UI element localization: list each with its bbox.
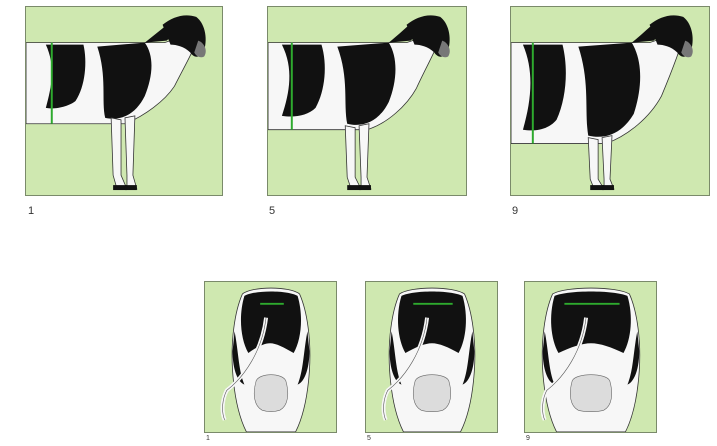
side-cow-figure-5 bbox=[268, 7, 466, 195]
rear-view-panel-9 bbox=[524, 281, 657, 433]
side-view-panel-5 bbox=[267, 6, 467, 196]
rear-cow-figure-1 bbox=[205, 282, 336, 432]
side-cow-figure-9 bbox=[511, 7, 709, 195]
side-cow-figure-1 bbox=[26, 7, 222, 195]
rear-score-label-1: 1 bbox=[206, 435, 210, 442]
side-score-label-5: 5 bbox=[269, 205, 275, 217]
side-score-label-9: 9 bbox=[512, 205, 518, 217]
rear-score-label-5: 5 bbox=[367, 435, 371, 442]
side-view-panel-1 bbox=[25, 6, 223, 196]
rear-view-panel-1 bbox=[204, 281, 337, 433]
rear-score-label-9: 9 bbox=[526, 435, 530, 442]
rear-cow-figure-9 bbox=[525, 282, 656, 432]
side-view-panel-9 bbox=[510, 6, 710, 196]
rear-cow-figure-5 bbox=[366, 282, 497, 432]
rear-view-panel-5 bbox=[365, 281, 498, 433]
side-score-label-1: 1 bbox=[28, 205, 34, 217]
